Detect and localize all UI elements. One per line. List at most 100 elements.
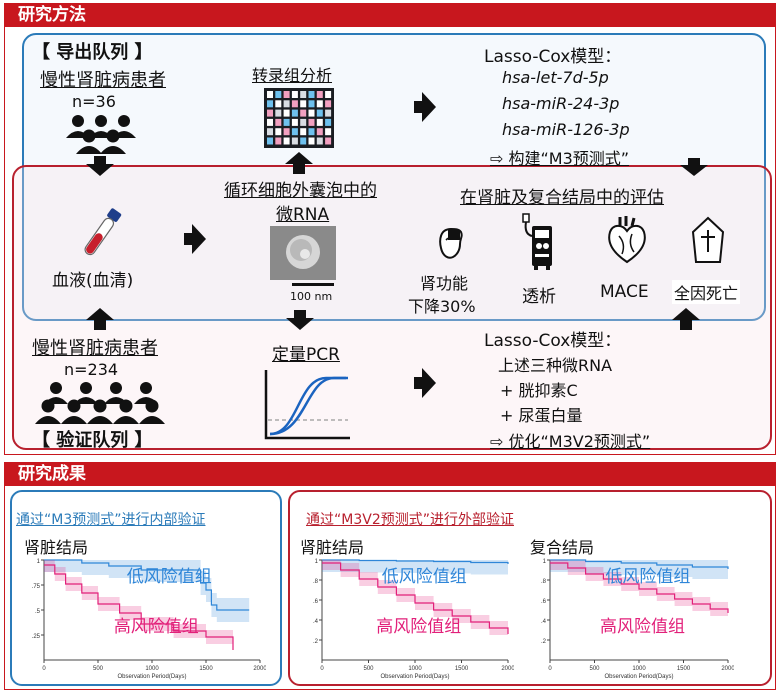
- heatmap-cell: [308, 137, 315, 145]
- blood-serum-label: 血液(血清): [52, 271, 134, 291]
- validation-n: n=234: [64, 360, 119, 379]
- internal-validation-frame: [10, 490, 282, 686]
- x-tick-label: 1500: [199, 666, 213, 672]
- y-tick-label: .6: [541, 599, 547, 605]
- ev-title-line1: 循环细胞外囊泡中的: [224, 181, 377, 201]
- heatmap-cell: [275, 137, 282, 145]
- km-curve: [44, 564, 234, 650]
- chart-background: [300, 556, 514, 680]
- heatmap-cell: [300, 100, 307, 108]
- heatmap-cell: [267, 137, 273, 145]
- heatmap-cell: [325, 109, 332, 117]
- heatmap-cell: [267, 128, 273, 136]
- evaluation-title: 在肾脏及复合结局中的评估: [460, 188, 664, 208]
- mirna-2: hsa-miR-24-3p: [502, 94, 620, 113]
- high-risk-label: 高风险值组: [376, 617, 461, 637]
- x-tick-label: 500: [93, 666, 104, 672]
- heatmap-cell: [316, 118, 323, 126]
- arrow-down-derivation: [86, 156, 114, 176]
- lasso-top-title: Lasso-Cox模型：: [484, 47, 622, 67]
- transcriptome-label: 转录组分析: [252, 66, 333, 85]
- heatmap-cell: [283, 100, 290, 108]
- heatmap-grid-icon: [264, 88, 334, 148]
- lasso-bottom-line1: 上述三种微RNA: [498, 356, 613, 375]
- heatmap-cell: [316, 91, 323, 98]
- kidney-outcome-line1: 肾功能: [420, 274, 469, 293]
- heatmap-cell: [291, 91, 298, 98]
- high-risk-label: 高风险值组: [600, 617, 685, 637]
- heatmap-cell: [283, 137, 290, 145]
- ci-band: [44, 560, 233, 657]
- heatmap-cell: [267, 100, 273, 108]
- y-tick-label: 1: [37, 559, 41, 565]
- chart-background: [22, 556, 266, 680]
- km-curve: [44, 559, 250, 611]
- km-curve: [550, 559, 729, 569]
- mirna-3: hsa-miR-126-3p: [502, 120, 630, 139]
- x-tick-label: 1500: [677, 666, 691, 672]
- heatmap-cell: [283, 128, 290, 136]
- heatmap-cell: [275, 91, 282, 98]
- heatmap-cell: [308, 109, 315, 117]
- km-curve: [322, 562, 509, 634]
- ci-band: [322, 560, 508, 576]
- dialysis-outcome: 透析: [522, 287, 556, 307]
- high-risk-label: 高风险值组: [114, 617, 199, 637]
- heatmap-cell: [267, 109, 273, 117]
- chart-background: [528, 556, 734, 680]
- x-tick-label: 1000: [408, 666, 422, 672]
- validation-ckd-label: 慢性肾脏病患者: [32, 338, 158, 359]
- derivation-cohort-title: 【 导出队列 】: [32, 42, 153, 63]
- km-curve: [550, 562, 729, 613]
- derivation-ckd-label: 慢性肾脏病患者: [40, 70, 166, 91]
- low-risk-label: 低风险值组: [382, 567, 467, 587]
- y-tick-label: .4: [541, 619, 547, 625]
- heatmap-cell: [291, 137, 298, 145]
- y-tick-label: .2: [541, 639, 547, 645]
- heatmap-cell: [267, 91, 273, 98]
- heatmap-cell: [308, 100, 315, 108]
- heatmap-cell: [308, 91, 315, 98]
- ev-title-line2: 微RNA: [276, 205, 330, 225]
- external-composite-title: 复合结局: [530, 538, 595, 557]
- x-tick-label: 0: [320, 666, 324, 672]
- x-tick-label: 500: [363, 666, 374, 672]
- methods-section-frame: [4, 27, 776, 455]
- arrow-right-lasso-bottom: [414, 368, 436, 398]
- x-tick-label: 1500: [455, 666, 469, 672]
- ev-micrograph-image: [270, 226, 336, 280]
- heatmap-cell: [283, 91, 290, 98]
- kidney-outcome-line2: 下降30%: [408, 297, 476, 316]
- x-tick-label: 0: [548, 666, 552, 672]
- y-tick-label: .4: [313, 619, 319, 625]
- pcr-curve-icon: [264, 370, 350, 440]
- heatmap-cell: [291, 128, 298, 136]
- heatmap-cell: [316, 100, 323, 108]
- heatmap-cell: [275, 109, 282, 117]
- external-validation-frame: [288, 490, 772, 686]
- ci-band: [550, 560, 728, 620]
- lasso-bottom-line2: + 胱抑素C: [500, 381, 578, 400]
- arrow-up-transcriptome: [285, 152, 313, 174]
- lasso-bottom-line3: + 尿蛋白量: [500, 406, 583, 425]
- mace-outcome: MACE: [600, 282, 649, 302]
- results-header: 研究成果: [4, 462, 776, 486]
- all-cause-death-outcome: 全因死亡: [672, 280, 741, 304]
- y-tick-label: .2: [313, 639, 319, 645]
- y-tick-label: .25: [32, 634, 41, 640]
- kidney-icon: [439, 227, 463, 259]
- heatmap-cell: [283, 118, 290, 126]
- x-tick-label: 2000: [253, 666, 266, 672]
- build-m3-formula: ⇨ 构建“M3预测式”: [490, 149, 630, 168]
- heatmap-cell: [316, 109, 323, 117]
- low-risk-label: 低风险值组: [127, 567, 212, 587]
- heatmap-cell: [300, 128, 307, 136]
- arrow-down-evaluation: [680, 158, 708, 176]
- x-tick-label: 0: [42, 666, 46, 672]
- derivation-n: n=36: [72, 92, 116, 111]
- y-tick-label: .6: [313, 599, 319, 605]
- low-risk-label: 低风险值组: [605, 567, 690, 587]
- y-tick-label: .75: [32, 584, 41, 590]
- blood-tube-icon: [84, 208, 122, 256]
